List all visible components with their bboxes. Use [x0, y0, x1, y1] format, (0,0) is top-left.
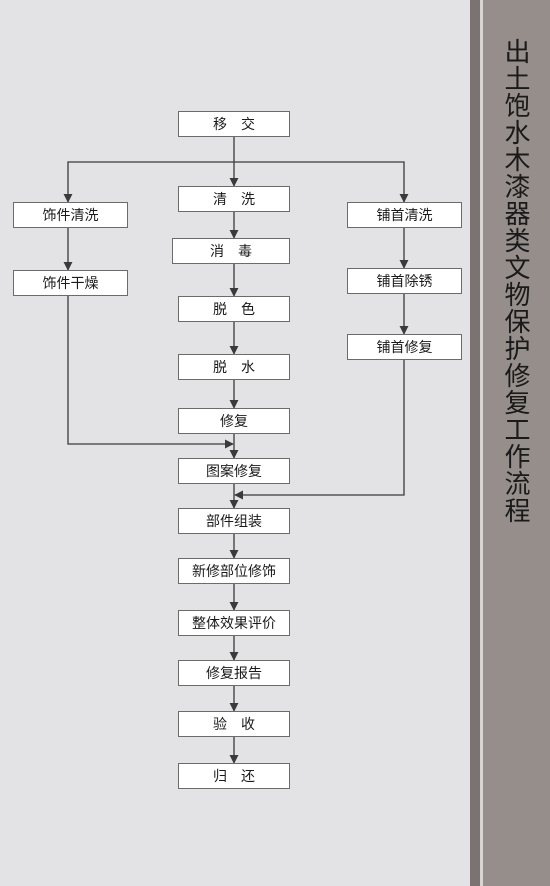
node-ornament-dry: 饰件干燥: [13, 270, 128, 296]
node-ornament-clean: 饰件清洗: [13, 202, 128, 228]
node-dehydrate: 脱 水: [178, 354, 290, 380]
node-metal-repair: 铺首修复: [347, 334, 462, 360]
node-disinfect: 消 毒: [172, 238, 290, 264]
edge-orndry-merge: [67, 296, 234, 449]
node-assembly: 部件组装: [178, 508, 290, 534]
node-metal-rust: 铺首除锈: [347, 268, 462, 294]
node-metal-clean: 铺首清洗: [347, 202, 462, 228]
node-overall-eval: 整体效果评价: [178, 610, 290, 636]
title-sidebar: [470, 0, 550, 886]
edge-split-metal: [234, 161, 409, 203]
node-new-part-decor: 新修部位修饰: [178, 558, 290, 584]
node-transfer: 移 交: [178, 111, 290, 137]
node-repair: 修复: [178, 408, 290, 434]
page-title: 出土饱水木漆器类文物保护修复工作流程: [500, 38, 530, 524]
node-clean: 清 洗: [178, 186, 290, 212]
edge-split-ornament: [63, 161, 234, 203]
node-acceptance: 验 收: [178, 711, 290, 737]
edge-metrepair-merge: [234, 360, 405, 500]
node-return: 归 还: [178, 763, 290, 789]
node-decolor: 脱 色: [178, 296, 290, 322]
node-repair-report: 修复报告: [178, 660, 290, 686]
node-pattern-repair: 图案修复: [178, 458, 290, 484]
title-panel: [480, 0, 550, 886]
